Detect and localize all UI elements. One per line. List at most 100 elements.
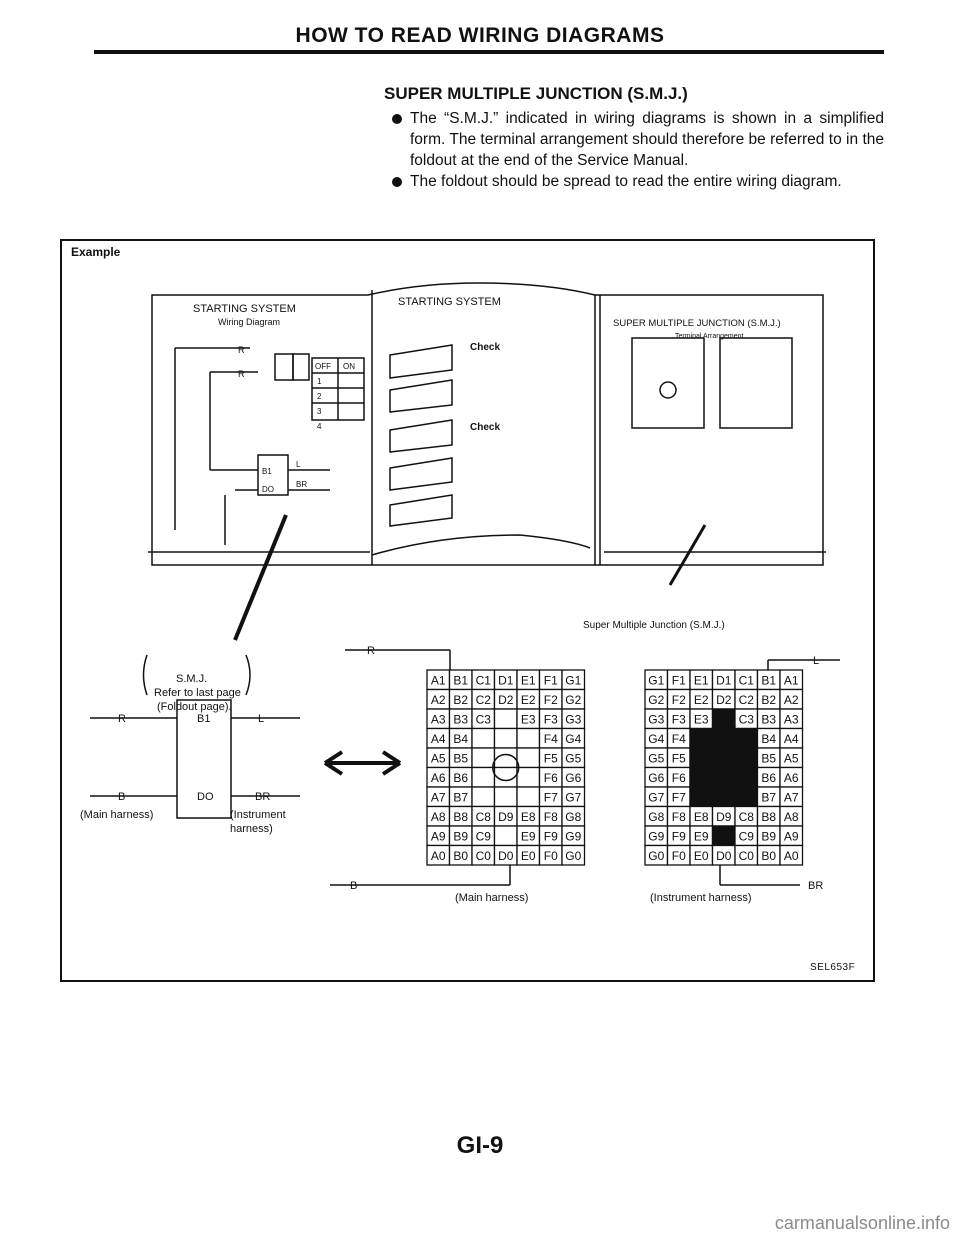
switch-row: 4 [317, 422, 322, 431]
terminal-label: A4 [431, 732, 446, 746]
switch-row: 1 [317, 377, 322, 386]
example-frame [60, 239, 875, 982]
terminal-label: D9 [498, 810, 514, 824]
terminal-label: A5 [784, 751, 799, 765]
terminal-cell [734, 786, 759, 808]
terminal-label: B2 [761, 693, 776, 707]
terminal-label: F9 [544, 829, 558, 843]
terminal-label: C1 [739, 673, 755, 687]
terminal-label: B2 [453, 693, 468, 707]
terminal-label: A9 [784, 829, 799, 843]
terminal-label: B9 [761, 829, 776, 843]
terminal-label: C1 [476, 673, 492, 687]
watermark: carmanualsonline.info [774, 1213, 950, 1233]
terminal-label: A0 [784, 849, 799, 863]
terminal-cell [689, 766, 714, 788]
terminal-label: D1 [716, 673, 732, 687]
terminal-label: D2 [498, 693, 514, 707]
terminal-cell [471, 727, 496, 749]
terminal-label: C3 [476, 712, 492, 726]
connector-b1: B1 [197, 713, 210, 725]
wire-label: B [350, 880, 357, 892]
book-right-title: SUPER MULTIPLE JUNCTION (S.M.J.) [613, 318, 781, 329]
terminal-label: B3 [761, 712, 776, 726]
switch-row: 3 [317, 407, 322, 416]
mini-wire-label: L [296, 460, 301, 469]
book-center-title: STARTING SYSTEM [398, 296, 501, 308]
terminal-label: G3 [565, 712, 581, 726]
callout-arrow [668, 524, 707, 586]
terminal-label: B1 [453, 673, 468, 687]
section-title: SUPER MULTIPLE JUNCTION (S.M.J.) [384, 84, 688, 103]
terminal-label: G3 [648, 712, 664, 726]
terminal-label: G8 [565, 810, 581, 824]
terminal-label: G9 [565, 829, 581, 843]
terminal-cell [689, 727, 714, 749]
terminal-cell [689, 786, 714, 808]
terminal-label: B7 [761, 790, 776, 804]
terminal-label: E1 [521, 673, 536, 687]
terminal-cell [561, 844, 586, 866]
smj-note-line: Refer to last page [154, 687, 241, 699]
terminal-label: E2 [694, 693, 709, 707]
wire-label: R [118, 713, 126, 725]
terminal-label: A3 [784, 712, 799, 726]
terminal-label: F9 [672, 829, 686, 843]
terminal-label: B8 [453, 810, 468, 824]
terminal-label: F3 [672, 712, 686, 726]
connector-d0: DO [197, 791, 214, 803]
terminal-label: C0 [476, 849, 492, 863]
terminal-cell [493, 708, 518, 730]
terminal-label: B7 [453, 790, 468, 804]
terminal-label: E0 [694, 849, 709, 863]
book-illustration [148, 282, 826, 566]
terminal-label: G8 [648, 810, 664, 824]
terminal-label: A8 [431, 810, 446, 824]
book-left-subtitle: Wiring Diagram [218, 317, 280, 327]
terminal-label: A1 [784, 673, 799, 687]
mini-wire-label: R [238, 369, 245, 379]
book-left-title: STARTING SYSTEM [193, 303, 296, 315]
terminal-cell [711, 747, 736, 769]
terminal-label: F8 [544, 810, 558, 824]
terminal-label: E3 [521, 712, 536, 726]
terminal-label: B5 [453, 751, 468, 765]
terminal-label: C8 [739, 810, 755, 824]
terminal-cell [493, 825, 518, 847]
terminal-label: D9 [716, 810, 732, 824]
terminal-label: F1 [672, 673, 686, 687]
terminal-label: E0 [521, 849, 536, 863]
terminal-label: C2 [739, 693, 755, 707]
terminal-cell [734, 747, 759, 769]
terminal-cell [516, 727, 541, 749]
terminal-label: G5 [565, 751, 581, 765]
connector-key-icon [492, 753, 520, 782]
smj-callout: Super Multiple Junction (S.M.J.) [583, 620, 725, 631]
switch-header-off: OFF [315, 362, 331, 371]
example-label: Example [71, 245, 121, 259]
terminal-label: F0 [672, 849, 686, 863]
terminal-label: C0 [739, 849, 755, 863]
terminal-label: F4 [544, 732, 558, 746]
terminal-label: F7 [544, 790, 558, 804]
terminal-label: G1 [565, 673, 581, 687]
terminal-cell [516, 786, 541, 808]
terminal-label: F1 [544, 673, 558, 687]
terminal-label: D0 [498, 849, 514, 863]
main-harness-label: (Main harness) [80, 809, 153, 821]
book-check-label: Check [470, 422, 500, 433]
smj-note-line: (Foldout page). [157, 701, 232, 713]
callout-arrow [233, 514, 288, 641]
terminal-label: G4 [648, 732, 664, 746]
terminal-label: G1 [648, 673, 664, 687]
book-check-label: Check [470, 342, 500, 353]
terminal-label: A2 [431, 693, 446, 707]
terminal-label: G6 [565, 771, 581, 785]
terminal-label: G5 [648, 751, 664, 765]
switch-header-on: ON [343, 362, 355, 371]
book-right-subtitle: Terminal Arrangement [675, 333, 744, 340]
mini-wire-label: BR [296, 480, 307, 489]
terminal-label: F2 [544, 693, 558, 707]
smj-note-line: S.M.J. [176, 673, 207, 685]
